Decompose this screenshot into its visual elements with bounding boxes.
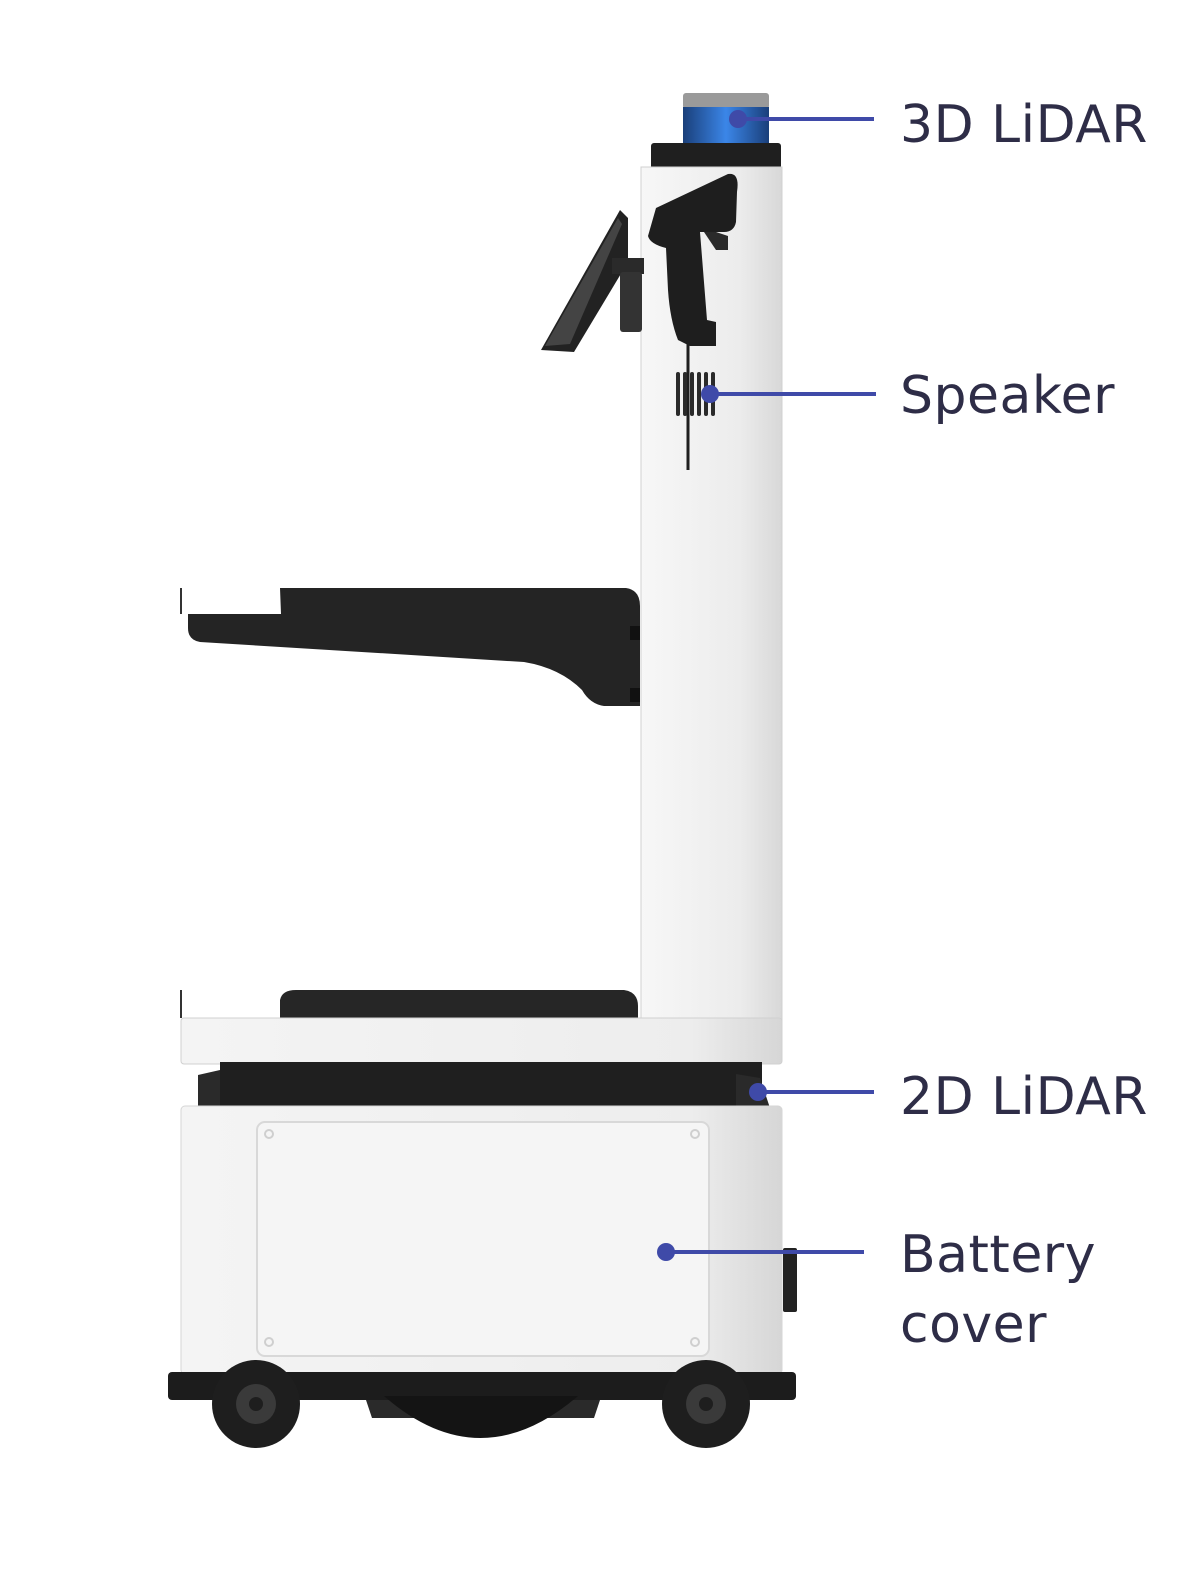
callout-battery-cover	[657, 1243, 864, 1261]
robot-column	[640, 166, 783, 1028]
callout-speaker	[701, 385, 876, 403]
lidar-3d-sensor	[651, 93, 781, 169]
label-battery-cover-line1: Battery	[900, 1225, 1096, 1285]
upper-tray	[180, 588, 640, 706]
barcode-scanner	[648, 173, 738, 470]
label-3d-lidar: 3D LiDAR	[900, 95, 1148, 155]
base-chassis	[180, 1105, 797, 1375]
callout-lidar-3d	[729, 110, 874, 128]
label-battery-cover: Battery cover	[900, 1220, 1096, 1360]
speaker-grille	[676, 372, 715, 416]
lidar-2d-band	[198, 1062, 770, 1110]
label-2d-lidar: 2D LiDAR	[900, 1067, 1148, 1127]
bumper-and-wheels	[168, 1360, 796, 1448]
label-battery-cover-line2: cover	[900, 1295, 1048, 1355]
touchscreen-display	[541, 210, 644, 352]
battery-cover-panel	[256, 1121, 710, 1357]
label-speaker: Speaker	[900, 366, 1116, 426]
callout-lidar-2d	[749, 1083, 874, 1101]
